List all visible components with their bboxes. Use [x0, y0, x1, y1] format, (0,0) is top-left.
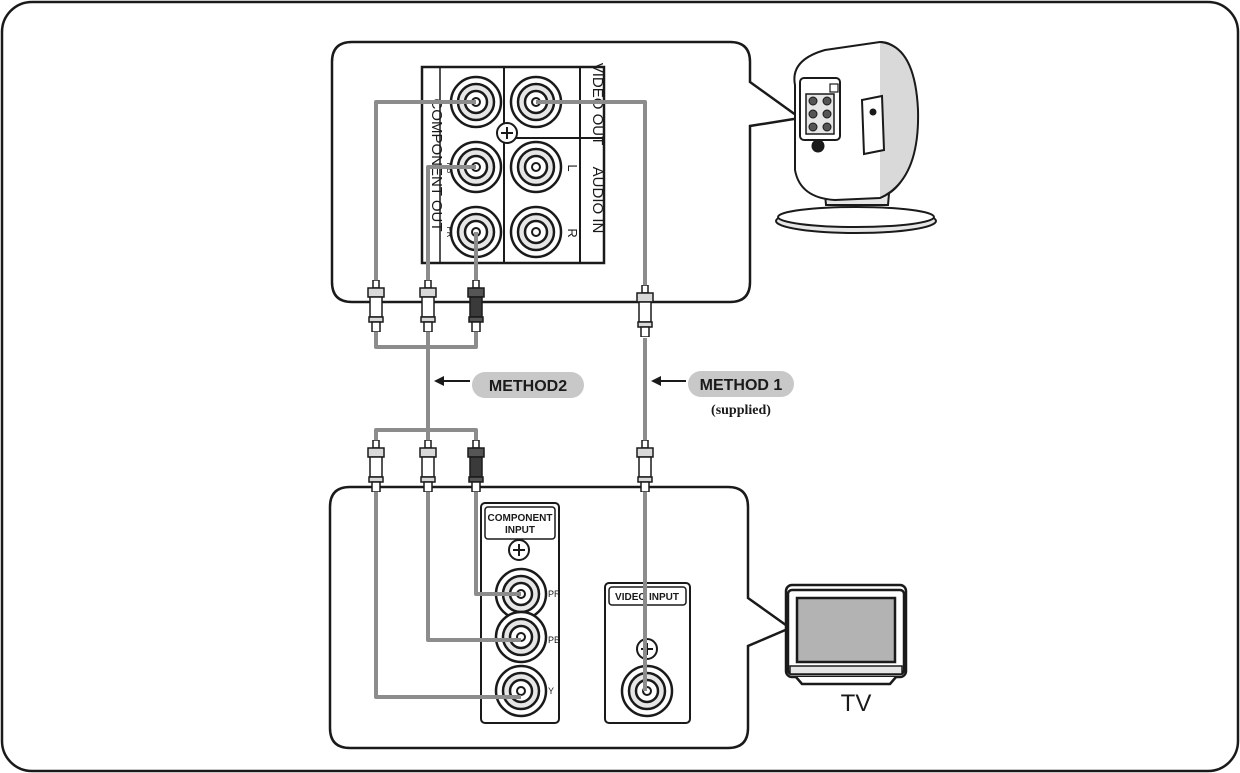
method1-arrow: [651, 376, 686, 386]
component-input-title-line2: INPUT: [505, 525, 535, 536]
tv-y-label: Y: [548, 686, 554, 696]
tv-caption: TV: [841, 690, 872, 717]
cables: [374, 100, 647, 699]
method1-badge: [688, 371, 794, 397]
tv-y-jack: [494, 664, 548, 718]
player-audio-r-jack: [509, 205, 563, 259]
tv-pr-label: PR: [548, 589, 561, 599]
method2-label: METHOD2: [489, 378, 567, 395]
player-screw-icon: [496, 122, 518, 144]
method2-arrow: [434, 376, 470, 386]
player-r-label: R: [565, 228, 580, 237]
player-audio-l-jack: [509, 140, 563, 194]
component-input-title-line1: COMPONENT: [488, 513, 553, 524]
method1-label: METHOD 1: [700, 377, 783, 394]
tv-illustration: [784, 583, 908, 686]
method1-note: (supplied): [711, 403, 771, 418]
tv-pb-label: PB: [548, 635, 560, 645]
tv-pb-jack: [494, 610, 548, 664]
player-device-illustration: [775, 40, 937, 234]
player-l-label: L: [565, 164, 580, 171]
tv-component-screw-icon: [508, 539, 530, 561]
method2-badge: [472, 372, 584, 398]
player-pr-label: PR: [445, 226, 454, 237]
audio-in-label: AUDIO IN: [589, 167, 606, 234]
